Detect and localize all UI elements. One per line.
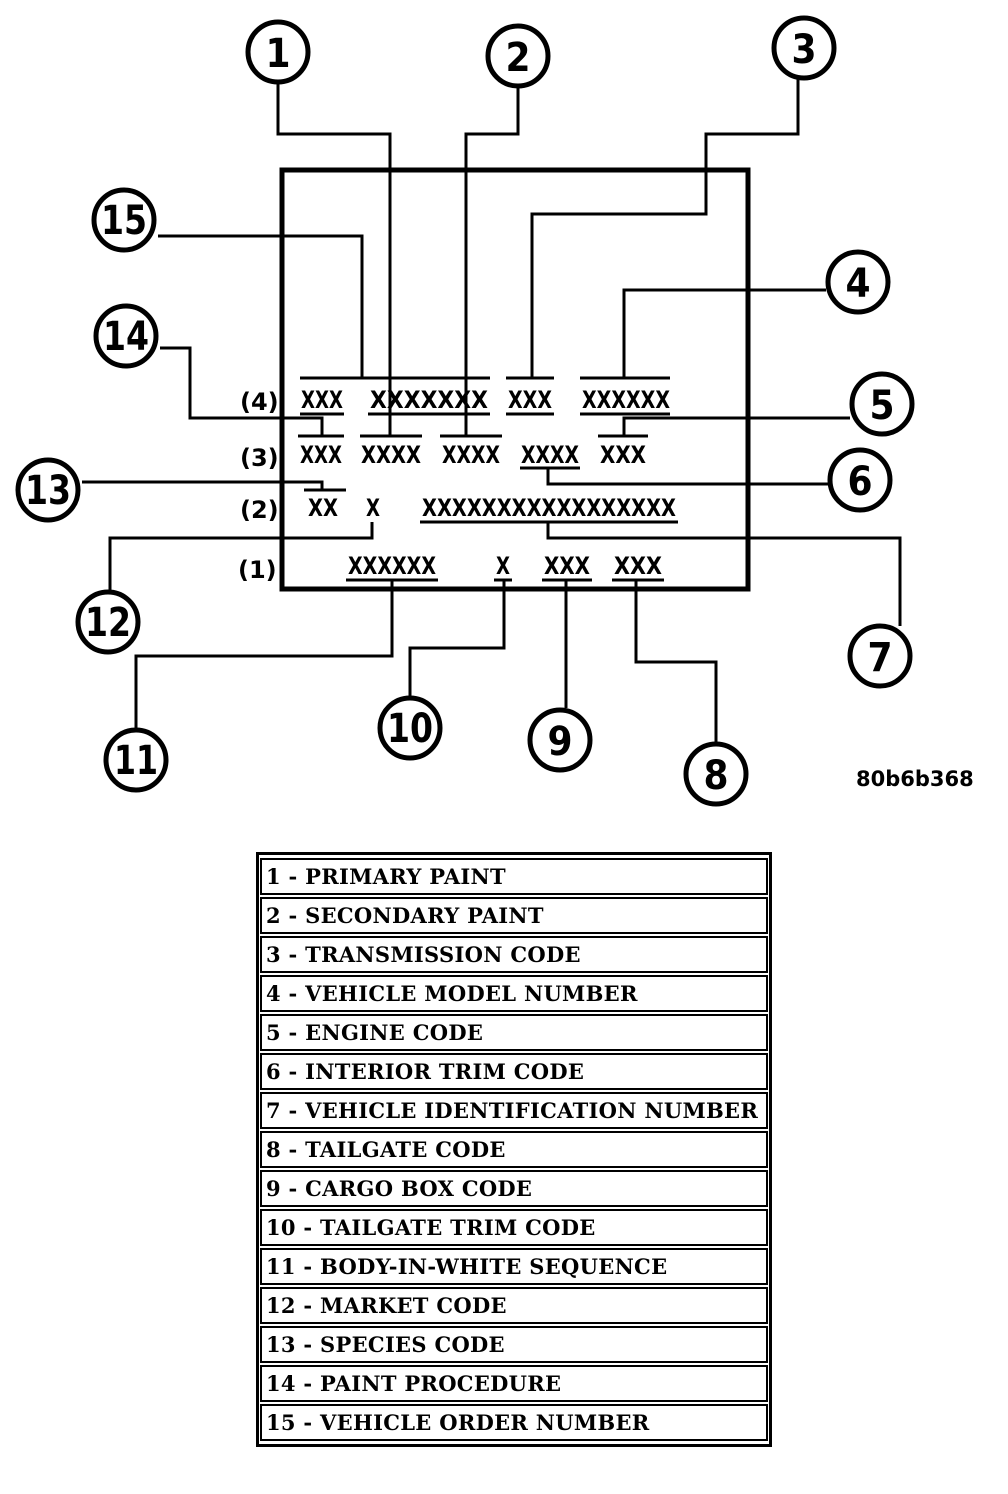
code-r3-2: XXXX xyxy=(361,441,421,469)
callout-13-label: 13 xyxy=(25,468,71,514)
leader-4 xyxy=(622,288,826,378)
legend-row-4: 4 - VEHICLE MODEL NUMBER xyxy=(260,975,768,1012)
callout-1-label: 1 xyxy=(265,31,290,77)
legend-row-6: 6 - INTERIOR TRIM CODE xyxy=(260,1053,768,1090)
row-4-underlines xyxy=(300,376,670,416)
callout-7-label: 7 xyxy=(867,635,892,681)
callout-3: 3 xyxy=(771,15,837,81)
legend-row-13: 13 - SPECIES CODE xyxy=(260,1326,768,1363)
callout-14-label: 14 xyxy=(103,314,149,360)
legend-table: 1 - PRIMARY PAINT 2 - SECONDARY PAINT 3 … xyxy=(256,852,772,1447)
callout-5: 5 xyxy=(849,371,915,437)
callout-11-label: 11 xyxy=(114,738,158,784)
callout-8-label: 8 xyxy=(703,753,728,799)
legend-row-1: 1 - PRIMARY PAINT xyxy=(260,858,768,895)
leader-6 xyxy=(546,468,828,486)
callout-4: 4 xyxy=(825,249,891,315)
leader-2 xyxy=(464,82,520,436)
code-r1-4: XXX xyxy=(614,552,662,580)
row-label-3: (3) xyxy=(240,444,279,472)
code-r4-2: XXXXXXX xyxy=(370,386,488,414)
legend-row-12: 12 - MARKET CODE xyxy=(260,1287,768,1324)
code-r3-3: XXXX xyxy=(442,441,500,469)
leader-1 xyxy=(276,82,392,436)
leader-8 xyxy=(634,580,718,744)
code-r2-1: XX xyxy=(308,494,338,522)
code-r2-2: X xyxy=(366,494,380,522)
row-label-2: (2) xyxy=(240,496,279,524)
leader-7 xyxy=(546,522,902,626)
callout-15: 15 xyxy=(91,187,157,253)
callout-13: 13 xyxy=(15,457,81,523)
code-r3-4: XXXX xyxy=(521,441,579,469)
callout-10: 10 xyxy=(377,695,443,761)
leader-15 xyxy=(158,234,364,378)
code-r1-2: X xyxy=(496,552,510,580)
leader-3 xyxy=(530,78,800,378)
callout-15-label: 15 xyxy=(101,198,147,244)
legend-row-15: 15 - VEHICLE ORDER NUMBER xyxy=(260,1404,768,1441)
leader-5 xyxy=(622,416,850,436)
callout-2-label: 2 xyxy=(505,35,530,81)
leader-13 xyxy=(82,480,324,490)
leader-11 xyxy=(134,580,394,730)
legend-row-7: 7 - VEHICLE IDENTIFICATION NUMBER xyxy=(260,1092,768,1129)
callout-12-label: 12 xyxy=(85,600,131,646)
label-diagram: (4) (3) (2) (1) XXX XXXXXXX XXX XXXXXX X… xyxy=(15,15,974,807)
callout-7: 7 xyxy=(847,623,913,689)
legend-row-5: 5 - ENGINE CODE xyxy=(260,1014,768,1051)
code-r1-1: XXXXXX xyxy=(348,552,436,580)
leader-12 xyxy=(108,522,374,594)
figure-id: 80b6b368 xyxy=(856,767,974,791)
legend-row-3: 3 - TRANSMISSION CODE xyxy=(260,936,768,973)
legend-row-9: 9 - CARGO BOX CODE xyxy=(260,1170,768,1207)
code-r3-5: XXX xyxy=(600,441,646,469)
legend-row-11: 11 - BODY-IN-WHITE SEQUENCE xyxy=(260,1248,768,1285)
code-r4-3: XXX xyxy=(508,386,552,414)
callout-2: 2 xyxy=(485,23,551,89)
code-r4-1: XXX xyxy=(301,386,343,414)
code-r2-3: XXXXXXXXXXXXXXXXX xyxy=(422,494,676,522)
callout-9: 9 xyxy=(527,707,593,773)
leader-10 xyxy=(408,580,506,696)
code-r3-1: XXX xyxy=(300,441,342,469)
code-r4-4: XXXXXX xyxy=(582,386,670,414)
legend-row-10: 10 - TAILGATE TRIM CODE xyxy=(260,1209,768,1246)
callout-11: 11 xyxy=(103,727,169,793)
callout-12: 12 xyxy=(75,589,141,655)
callout-1: 1 xyxy=(245,19,311,85)
callout-6: 6 xyxy=(827,447,893,513)
callout-10-label: 10 xyxy=(387,706,433,752)
legend-row-14: 14 - PAINT PROCEDURE xyxy=(260,1365,768,1402)
callout-3-label: 3 xyxy=(791,27,816,73)
code-r1-3: XXX xyxy=(544,552,590,580)
row-label-1: (1) xyxy=(238,556,277,584)
label-frame xyxy=(279,167,751,592)
callout-8: 8 xyxy=(683,741,749,807)
callout-6-label: 6 xyxy=(847,459,872,505)
callout-5-label: 5 xyxy=(869,383,894,429)
leader-14 xyxy=(160,346,324,436)
callout-14: 14 xyxy=(93,303,159,369)
row-label-4: (4) xyxy=(240,388,279,416)
callout-9-label: 9 xyxy=(547,719,572,765)
legend-row-8: 8 - TAILGATE CODE xyxy=(260,1131,768,1168)
legend-row-2: 2 - SECONDARY PAINT xyxy=(260,897,768,934)
leader-lines xyxy=(82,78,902,744)
callout-4-label: 4 xyxy=(845,261,870,307)
